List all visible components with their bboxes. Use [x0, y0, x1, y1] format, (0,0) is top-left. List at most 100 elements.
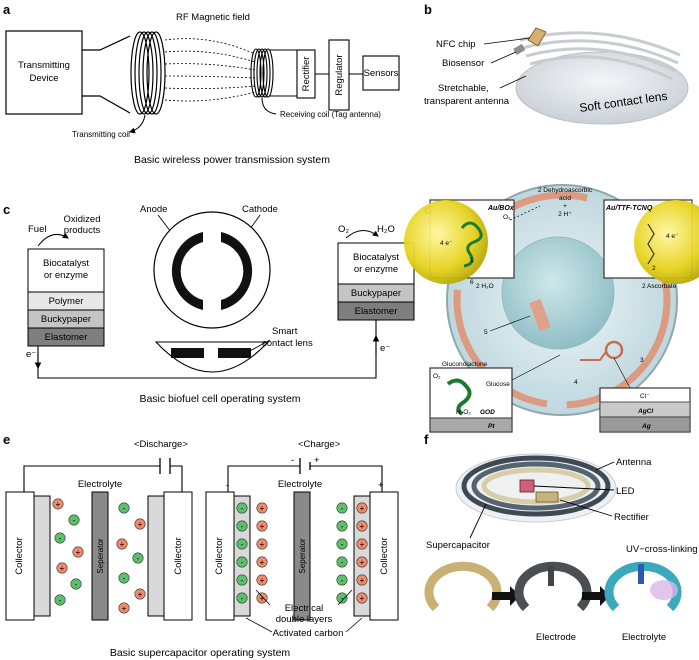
ion-sign: +	[56, 500, 61, 509]
cl-label: Cl⁻	[640, 393, 650, 400]
smart-lens-label-1: Smart	[272, 326, 298, 337]
double-layers-label-1: Electrical	[285, 603, 324, 614]
collector-1-label: Collector	[14, 537, 25, 575]
electrolyte-2-label: Electrolyte	[278, 479, 322, 490]
antenna-label: Antenna	[616, 457, 652, 468]
electron-right-label: e⁻	[380, 343, 390, 354]
fuel-label: Fuel	[28, 224, 46, 235]
rectifier-label: Rectifier	[614, 512, 649, 523]
h2o2-label: H₂O₂	[456, 409, 471, 416]
led-shape	[519, 479, 535, 493]
num-1: 1	[470, 257, 474, 264]
antenna-label-1: Stretchable,	[438, 83, 489, 94]
separator-1-label: Seperator	[96, 538, 105, 573]
anion-ion	[236, 502, 248, 514]
agcl-label: AgCl	[637, 408, 653, 415]
elastomer-right-label: Elastomer	[355, 306, 398, 317]
ion-sign: +	[60, 564, 65, 573]
ion-sign: +	[360, 540, 365, 549]
panel-e: e <Discharge> <Charge> Collector Seperat…	[3, 432, 399, 659]
cation-ion	[356, 556, 368, 568]
minus-label: -	[291, 455, 294, 466]
rectifier-label: Rectifier	[301, 57, 312, 92]
transmitting-coil	[130, 31, 166, 115]
ion-sign: +	[260, 522, 265, 531]
nfc-chip-label: NFC chip	[436, 39, 476, 50]
substrate-ring-1	[424, 561, 502, 612]
cation-ion	[134, 518, 146, 530]
receiving-coil-label: Receiving coil (Tag antenna)	[280, 110, 381, 119]
god-label: GOD	[480, 409, 495, 416]
ion-sign: +	[260, 594, 265, 603]
ion-sign: +	[360, 558, 365, 567]
receiving-coil	[250, 48, 274, 98]
anion-ion	[118, 502, 130, 514]
anion-ion	[118, 572, 130, 584]
collector-3-box	[205, 491, 235, 621]
device-leads	[82, 35, 131, 114]
anion-ion	[236, 556, 248, 568]
num-3: 3	[640, 357, 644, 364]
au-ttf-label: Au/TTF-TCNQ	[605, 205, 653, 212]
ion-sign: +	[260, 558, 265, 567]
buckypaper-right-label: Buckypaper	[351, 288, 401, 299]
anion-ion	[336, 538, 348, 550]
biosensor-label: Biosensor	[442, 58, 484, 69]
activated-carbon-label: Activated carbon	[273, 628, 344, 639]
anion-ion	[336, 556, 348, 568]
panel-c: c Fuel Oxidized products Biocatalyst or …	[3, 202, 415, 405]
ion-sign: -	[341, 558, 344, 567]
ion-sign: +	[122, 604, 127, 613]
cation-ion	[256, 592, 268, 604]
ion-sign: -	[241, 504, 244, 513]
magnetic-field-lines	[164, 38, 256, 102]
ion-sign: +	[76, 548, 81, 557]
cation-ion	[256, 556, 268, 568]
ion-sign: -	[341, 504, 344, 513]
panel-e-label: e	[3, 432, 10, 447]
biosensor-shape	[513, 43, 526, 55]
dispenser-1	[548, 566, 554, 586]
ion-sign: +	[138, 590, 143, 599]
collector-4-box	[369, 491, 399, 621]
cation-ion	[256, 502, 268, 514]
dehydro-label-2: acid	[559, 195, 571, 202]
ion-sign: -	[341, 540, 344, 549]
ion-sign: -	[241, 576, 244, 585]
plus-terminal: +	[378, 480, 384, 491]
ion-sign: -	[59, 534, 62, 543]
double-layers-label-2: double layers	[276, 614, 333, 625]
panel-c-caption: Basic biofuel cell operating system	[139, 393, 300, 405]
ion-sign: -	[73, 516, 76, 525]
receiving-leads	[270, 49, 301, 97]
stretchable-antenna-rings	[519, 31, 681, 81]
cation-ion	[52, 498, 64, 510]
ion-sign: +	[260, 576, 265, 585]
panel-d: d Au/BOx O₂ 4 e⁻ 2 H₂O Au/TTF-TCNQ 4 e⁻ …	[404, 184, 699, 433]
biocatalyst-right-1: Biocatalyst	[353, 252, 399, 263]
anode-electrode-shape	[171, 232, 203, 310]
oxidized-label-1: Oxidized	[64, 214, 101, 225]
cation-ion	[356, 538, 368, 550]
panel-b-label: b	[424, 2, 432, 17]
ion-sign: -	[241, 522, 244, 531]
pt-layer	[429, 417, 513, 433]
anion-ion	[132, 552, 144, 564]
cation-ion	[356, 502, 368, 514]
anode-label: Anode	[140, 204, 167, 215]
collector-2-label: Collector	[173, 537, 184, 575]
dehydro-label-1: 2 Dehydroascorbic	[538, 187, 593, 194]
elastomer-left-label: Elastomer	[45, 332, 88, 343]
collector-2-box	[163, 491, 193, 621]
cation-ion	[256, 574, 268, 586]
cation-ion	[256, 520, 268, 532]
cation-ion	[256, 538, 268, 550]
ascorbate-label: 2 Ascorbate	[642, 283, 677, 290]
carbon-1	[33, 495, 51, 617]
anion-ion	[336, 574, 348, 586]
ion-sign: +	[360, 522, 365, 531]
panel-a: a RF Magnetic field Transmitting Device	[3, 2, 400, 166]
antenna-label-2: transparent antenna	[424, 96, 510, 107]
ion-sign: -	[123, 574, 126, 583]
